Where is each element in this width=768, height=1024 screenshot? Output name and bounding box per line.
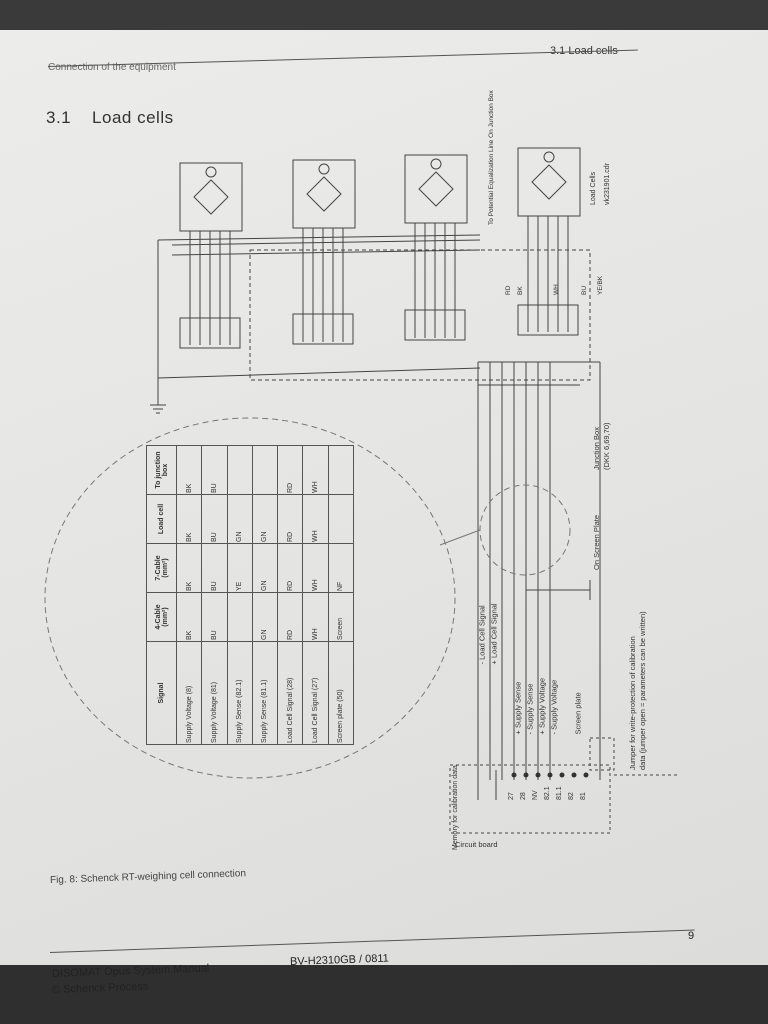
junction-box-label: Junction Box (DKK 6,69,70) bbox=[592, 422, 612, 470]
table-cell: BU bbox=[201, 494, 228, 544]
signal-label: - Supply Voltage bbox=[549, 679, 559, 735]
table-cell: Screen plate (50) bbox=[328, 641, 354, 745]
table-cell: WH bbox=[302, 592, 329, 642]
terminal-number: 81.1 bbox=[556, 786, 563, 800]
memory-label: Memory for calibration data bbox=[452, 765, 459, 850]
table-cell: Supply Voltage (8) bbox=[176, 641, 202, 745]
table-cell bbox=[328, 445, 354, 495]
jumper-note: Jumper for write-protection of calibrati… bbox=[628, 611, 648, 770]
terminal-number-stack: 27 28 NV 82.1 81.1 82 81 bbox=[508, 762, 598, 812]
table-cell: Load Cell Signal (28) bbox=[277, 641, 303, 745]
document-page bbox=[0, 30, 768, 965]
table-cell: BU bbox=[201, 543, 228, 593]
wire-color-label: YE/BK bbox=[597, 275, 604, 295]
table-row: Screen plate (50) Screen NF bbox=[328, 445, 354, 745]
terminal-number: 27 bbox=[508, 792, 515, 800]
jumper-note-line2: data (jumper open = parameters can be wr… bbox=[638, 611, 647, 770]
table-cell: Supply Sense (81.1) bbox=[252, 641, 278, 745]
circuit-board-label: Circuit board bbox=[455, 840, 498, 849]
junction-box-title: Junction Box bbox=[592, 427, 601, 470]
wire-color-label: BK bbox=[517, 286, 524, 295]
table-cell: GN bbox=[252, 543, 278, 593]
signal-table-rotated: Signal 4-Cable (mm²) 7-Cable (mm²) Load … bbox=[146, 445, 354, 745]
signal-label: + Supply Voltage bbox=[537, 677, 547, 735]
section-title: Load cells bbox=[92, 108, 174, 127]
background-surface bbox=[0, 965, 768, 1024]
table-row: Load Cell Signal (28) RD RD RD RD bbox=[277, 445, 303, 745]
table-header-cell: 7-Cable (mm²) bbox=[146, 543, 177, 593]
table-cell: BK bbox=[176, 543, 202, 593]
wire-color-label: RD bbox=[505, 285, 512, 295]
table-header-cell: 4-Cable (mm²) bbox=[146, 592, 177, 642]
potential-equalization-label: To Potential Equalization Line On Juncti… bbox=[488, 90, 495, 225]
table-cell: BU bbox=[201, 592, 228, 642]
load-cells-label: Load Cells bbox=[590, 171, 597, 205]
figure-id-label: vk231901.cdr bbox=[604, 162, 611, 205]
terminal-number: 82.1 bbox=[544, 786, 551, 800]
signal-label-stack: - Load Cell Signal + Load Cell Signal + … bbox=[478, 600, 604, 750]
wire-color-label: WH bbox=[553, 284, 560, 295]
table-cell: RD bbox=[277, 445, 303, 495]
table-cell bbox=[227, 592, 253, 642]
wire-color-label: BU bbox=[581, 285, 588, 295]
signal-label: Screen plate bbox=[573, 692, 583, 735]
signal-table: Signal 4-Cable (mm²) 7-Cable (mm²) Load … bbox=[146, 445, 354, 745]
table-row: Supply Voltage (8) BK BK BK BK bbox=[176, 445, 202, 745]
signal-table-header: Signal 4-Cable (mm²) 7-Cable (mm²) Load … bbox=[146, 445, 177, 745]
table-cell: BK bbox=[176, 445, 202, 495]
table-cell: Load Cell Signal (27) bbox=[302, 641, 329, 745]
jumper-note-line1: Jumper for write-protection of calibrati… bbox=[628, 636, 637, 770]
table-row: Load Cell Signal (27) WH WH WH WH bbox=[302, 445, 329, 745]
table-cell bbox=[252, 445, 278, 495]
terminal-number: 81 bbox=[580, 792, 587, 800]
table-row: Supply Sense (81.1) GN GN GN bbox=[252, 445, 278, 745]
table-cell: RD bbox=[277, 592, 303, 642]
table-row: Supply Sense (82.1) YE GN bbox=[227, 445, 253, 745]
terminal-number: NV bbox=[532, 790, 539, 800]
section-number: 3.1 bbox=[46, 108, 72, 127]
section-heading: 3.1 Load cells bbox=[46, 108, 174, 128]
table-cell bbox=[227, 445, 253, 495]
table-row: Supply Voltage (81) BU BU BU BU bbox=[201, 445, 228, 745]
on-screen-plate-label: On Screen Plate bbox=[592, 514, 601, 570]
table-cell: WH bbox=[302, 445, 329, 495]
table-cell: GN bbox=[252, 494, 278, 544]
signal-label: - Load Cell Signal bbox=[477, 605, 487, 665]
table-header-cell: To junction box bbox=[146, 445, 177, 495]
page-number: 9 bbox=[688, 930, 695, 942]
table-cell: BU bbox=[201, 445, 228, 495]
table-cell: YE bbox=[227, 543, 253, 593]
table-cell: NF bbox=[328, 543, 354, 593]
table-cell: Supply Voltage (81) bbox=[201, 641, 228, 745]
table-cell: Supply Sense (82.1) bbox=[227, 641, 253, 745]
wire-color-stack: RD BK WH BU YE/BK bbox=[505, 276, 615, 315]
table-cell: GN bbox=[252, 592, 278, 642]
table-cell: GN bbox=[227, 494, 253, 544]
signal-label: + Load Cell Signal bbox=[489, 603, 499, 665]
table-cell: WH bbox=[302, 543, 329, 593]
junction-box-models: (DKK 6,69,70) bbox=[602, 422, 611, 470]
table-cell: RD bbox=[277, 494, 303, 544]
table-cell: RD bbox=[277, 543, 303, 593]
terminal-number: 28 bbox=[520, 792, 527, 800]
signal-label: - Supply Sense bbox=[525, 683, 535, 735]
signal-label: + Supply Sense bbox=[513, 681, 523, 735]
table-cell: BK bbox=[176, 592, 202, 642]
running-header-chapter: Connection of the equipment bbox=[48, 62, 176, 73]
terminal-number: 82 bbox=[568, 792, 575, 800]
table-header-cell: Load cell bbox=[146, 494, 177, 544]
table-cell bbox=[328, 494, 354, 544]
signal-table-wrap: Signal 4-Cable (mm²) 7-Cable (mm²) Load … bbox=[146, 445, 354, 745]
table-cell: WH bbox=[302, 494, 329, 544]
table-cell: BK bbox=[176, 494, 202, 544]
table-cell: Screen bbox=[328, 592, 354, 642]
table-header-cell: Signal bbox=[146, 641, 177, 745]
